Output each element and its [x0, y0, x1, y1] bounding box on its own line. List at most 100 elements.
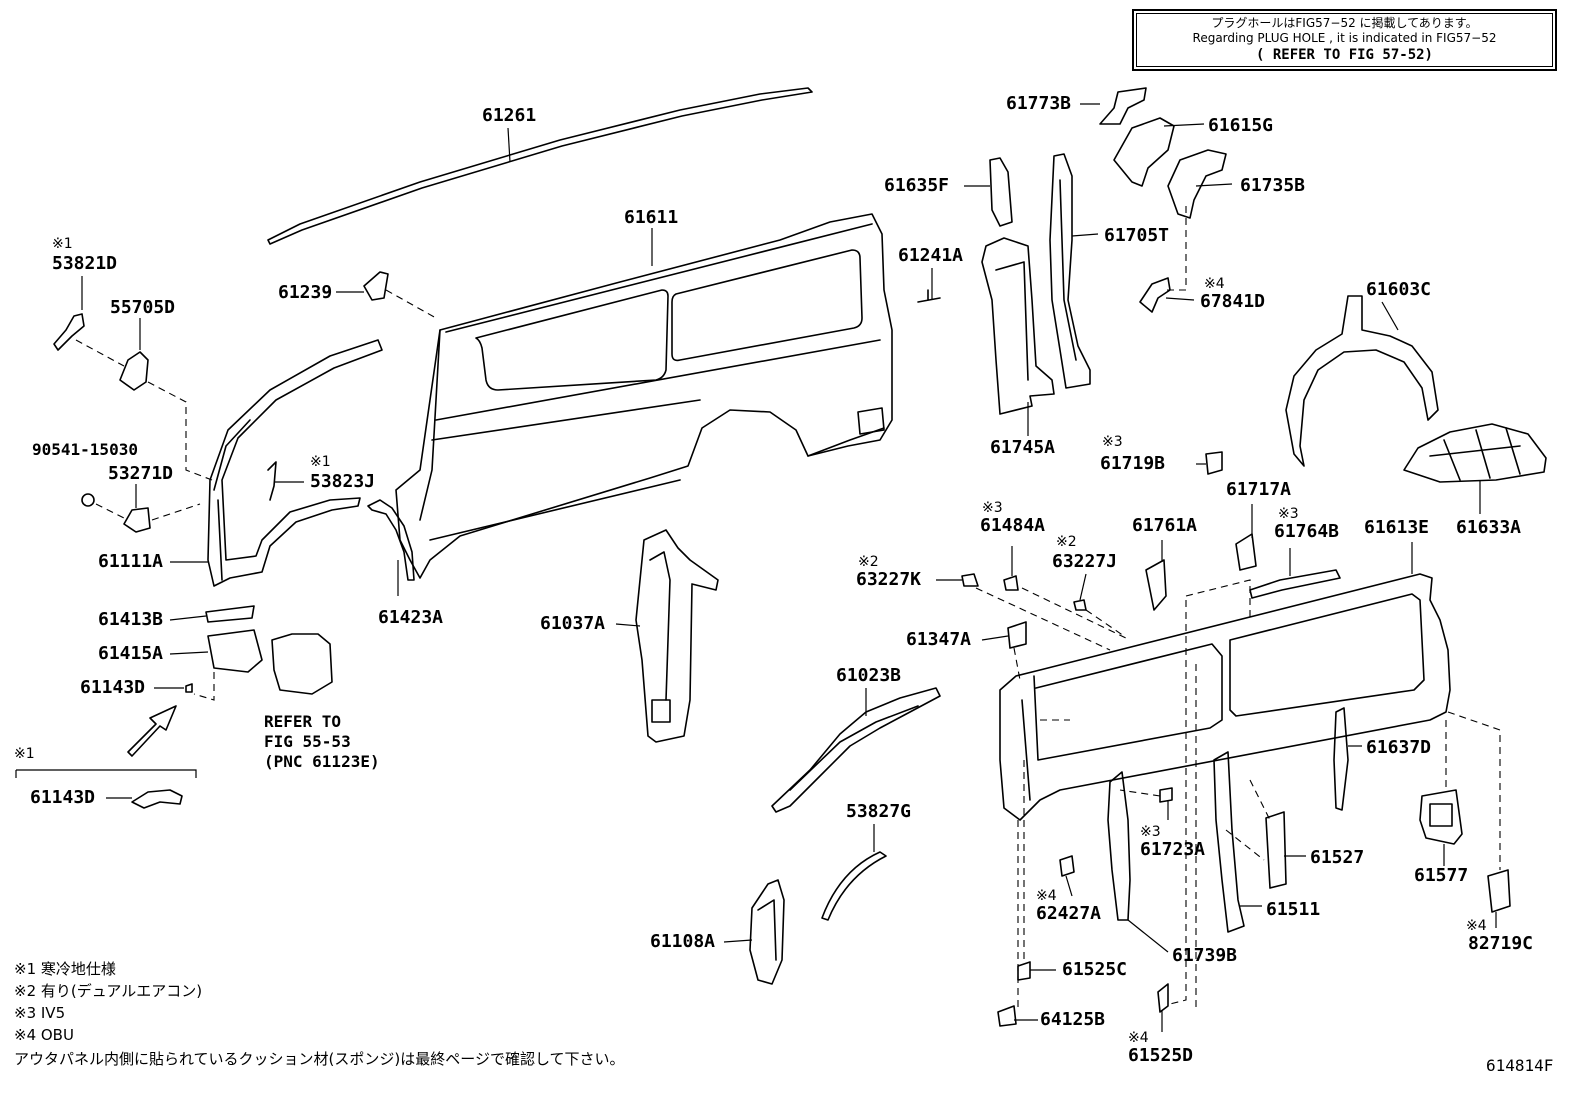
part-label-61705T[interactable]: 61705T — [1104, 225, 1170, 246]
part-label-61143D-cold[interactable]: 61143D — [30, 787, 96, 808]
part-label-61527[interactable]: 61527 — [1310, 847, 1365, 868]
part-label-61525D[interactable]: 61525D — [1128, 1045, 1194, 1066]
wheel-house-outer-part — [1403, 423, 1547, 483]
dashed-lines — [75, 206, 1501, 1010]
part-label-61525C[interactable]: 61525C — [1062, 959, 1128, 980]
part-label-53821D[interactable]: 53821D — [52, 253, 118, 274]
legend-note-4: ※4 OBU — [14, 1026, 74, 1044]
notice-line-en: Regarding PLUG HOLE , it is indicated in… — [1192, 31, 1497, 45]
note-mark-4: ※4 — [1128, 1030, 1149, 1046]
part-label-61615G[interactable]: 61615G — [1208, 115, 1274, 136]
note-mark-1: ※1 — [14, 746, 35, 762]
notice-refer-link[interactable]: ( REFER TO FIG 57-52) — [1255, 47, 1433, 63]
legend-note-2: ※2 有り(デュアルエアコン) — [14, 982, 203, 1000]
part-label-90541-15030[interactable]: 90541-15030 — [32, 440, 138, 459]
part-label-61347A[interactable]: 61347A — [906, 629, 972, 650]
note-mark-3: ※3 — [1140, 824, 1161, 840]
note-mark-3: ※3 — [1102, 434, 1123, 450]
bracket-part-61577 — [1419, 789, 1463, 845]
part-label-64125B[interactable]: 64125B — [1040, 1009, 1106, 1030]
part-label-61511[interactable]: 61511 — [1266, 899, 1321, 920]
note-mark-1: ※1 — [310, 454, 331, 470]
part-label-82719C[interactable]: 82719C — [1468, 933, 1534, 954]
part-label-53271D[interactable]: 53271D — [108, 463, 174, 484]
panel-part-61527 — [1265, 811, 1287, 889]
note-mark-2: ※2 — [1056, 534, 1077, 550]
part-label-61633A[interactable]: 61633A — [1456, 517, 1522, 538]
bracket-part-61637D — [1333, 707, 1349, 811]
small-clips — [185, 451, 1341, 1027]
part-label-67841D[interactable]: 67841D — [1200, 291, 1266, 312]
front-small-parts — [53, 271, 389, 809]
part-label-61719B[interactable]: 61719B — [1100, 453, 1166, 474]
legend-note-cushion: アウタパネル内側に貼られているクッション材(スポンジ)は最終ページで確認して下さ… — [14, 1050, 625, 1068]
refer-line-2[interactable]: FIG 55-53 — [264, 732, 351, 751]
wheel-house-inner-part — [1285, 295, 1439, 467]
part-label-61023B[interactable]: 61023B — [836, 665, 902, 686]
part-label-61635F[interactable]: 61635F — [884, 175, 950, 196]
notice-box: プラグホールはFIG57−52 に掲載してあります。 Regarding PLU… — [1132, 9, 1557, 71]
note-mark-2: ※2 — [858, 554, 879, 570]
arch-strip-part — [821, 851, 887, 921]
part-label-61739B[interactable]: 61739B — [1172, 945, 1238, 966]
part-label-61423A[interactable]: 61423A — [378, 607, 444, 628]
note-mark-4: ※4 — [1466, 918, 1487, 934]
part-label-61603C[interactable]: 61603C — [1366, 279, 1432, 300]
front-quarter-part — [207, 339, 383, 587]
note-mark-3: ※3 — [1278, 506, 1299, 522]
part-label-61108A[interactable]: 61108A — [650, 931, 716, 952]
part-label-63227K[interactable]: 63227K — [856, 569, 922, 590]
part-label-61111A[interactable]: 61111A — [98, 551, 164, 572]
direction-arrow — [127, 705, 177, 757]
cover-part-82719C — [1487, 869, 1511, 913]
part-label-61761A[interactable]: 61761A — [1132, 515, 1198, 536]
part-label-61745A[interactable]: 61745A — [990, 437, 1056, 458]
lower-bracket-part — [749, 879, 785, 985]
leader-lines — [15, 103, 1497, 1032]
upper-small-parts — [1099, 87, 1227, 219]
fender-liner-part — [367, 499, 415, 581]
legend-note-3: ※3 IV5 — [14, 1004, 66, 1022]
figure-code: 614814F — [1486, 1056, 1554, 1075]
part-label-61773B[interactable]: 61773B — [1006, 93, 1072, 114]
clip-part-61241A — [917, 289, 941, 303]
note-mark-4: ※4 — [1204, 276, 1225, 292]
part-label-61735B[interactable]: 61735B — [1240, 175, 1306, 196]
part-label-61413B[interactable]: 61413B — [98, 609, 164, 630]
part-label-61613E[interactable]: 61613E — [1364, 517, 1430, 538]
refer-line-3: (PNC 61123E) — [264, 752, 380, 771]
cushion-part-67841D — [1139, 277, 1171, 313]
part-label-63227J[interactable]: 63227J — [1052, 551, 1118, 572]
part-label-62427A[interactable]: 62427A — [1036, 903, 1102, 924]
part-label-61723A[interactable]: 61723A — [1140, 839, 1206, 860]
legend-note-1: ※1 寒冷地仕様 — [14, 960, 116, 978]
notice-line-jp: プラグホールはFIG57−52 に掲載してあります。 — [1211, 16, 1478, 30]
part-label-61484A[interactable]: 61484A — [980, 515, 1046, 536]
part-label-61037A[interactable]: 61037A — [540, 613, 606, 634]
part-label-61415A[interactable]: 61415A — [98, 643, 164, 664]
rear-pillar-group — [981, 153, 1091, 415]
part-label-53823J[interactable]: 53823J — [310, 471, 376, 492]
part-label-61717A[interactable]: 61717A — [1226, 479, 1292, 500]
side-panel-part — [395, 213, 893, 579]
bracket-part — [771, 687, 941, 813]
roof-molding-part — [267, 87, 813, 245]
part-label-61764B[interactable]: 61764B — [1274, 521, 1340, 542]
note-mark-1: ※1 — [52, 236, 73, 252]
part-label-61239[interactable]: 61239 — [278, 282, 333, 303]
part-label-55705D[interactable]: 55705D — [110, 297, 176, 318]
rear-quarter-frame-part — [999, 573, 1451, 821]
refer-line-1: REFER TO — [264, 712, 342, 731]
pillar-part — [635, 529, 719, 743]
part-label-61241A[interactable]: 61241A — [898, 245, 964, 266]
note-mark-4: ※4 — [1036, 888, 1057, 904]
part-label-61577[interactable]: 61577 — [1414, 865, 1469, 886]
part-label-61143D[interactable]: 61143D — [80, 677, 146, 698]
note-mark-3: ※3 — [982, 500, 1003, 516]
part-label-53827G[interactable]: 53827G — [846, 801, 912, 822]
part-label-61611[interactable]: 61611 — [624, 207, 679, 228]
part-label-61637D[interactable]: 61637D — [1366, 737, 1432, 758]
part-label-61261[interactable]: 61261 — [482, 105, 537, 126]
